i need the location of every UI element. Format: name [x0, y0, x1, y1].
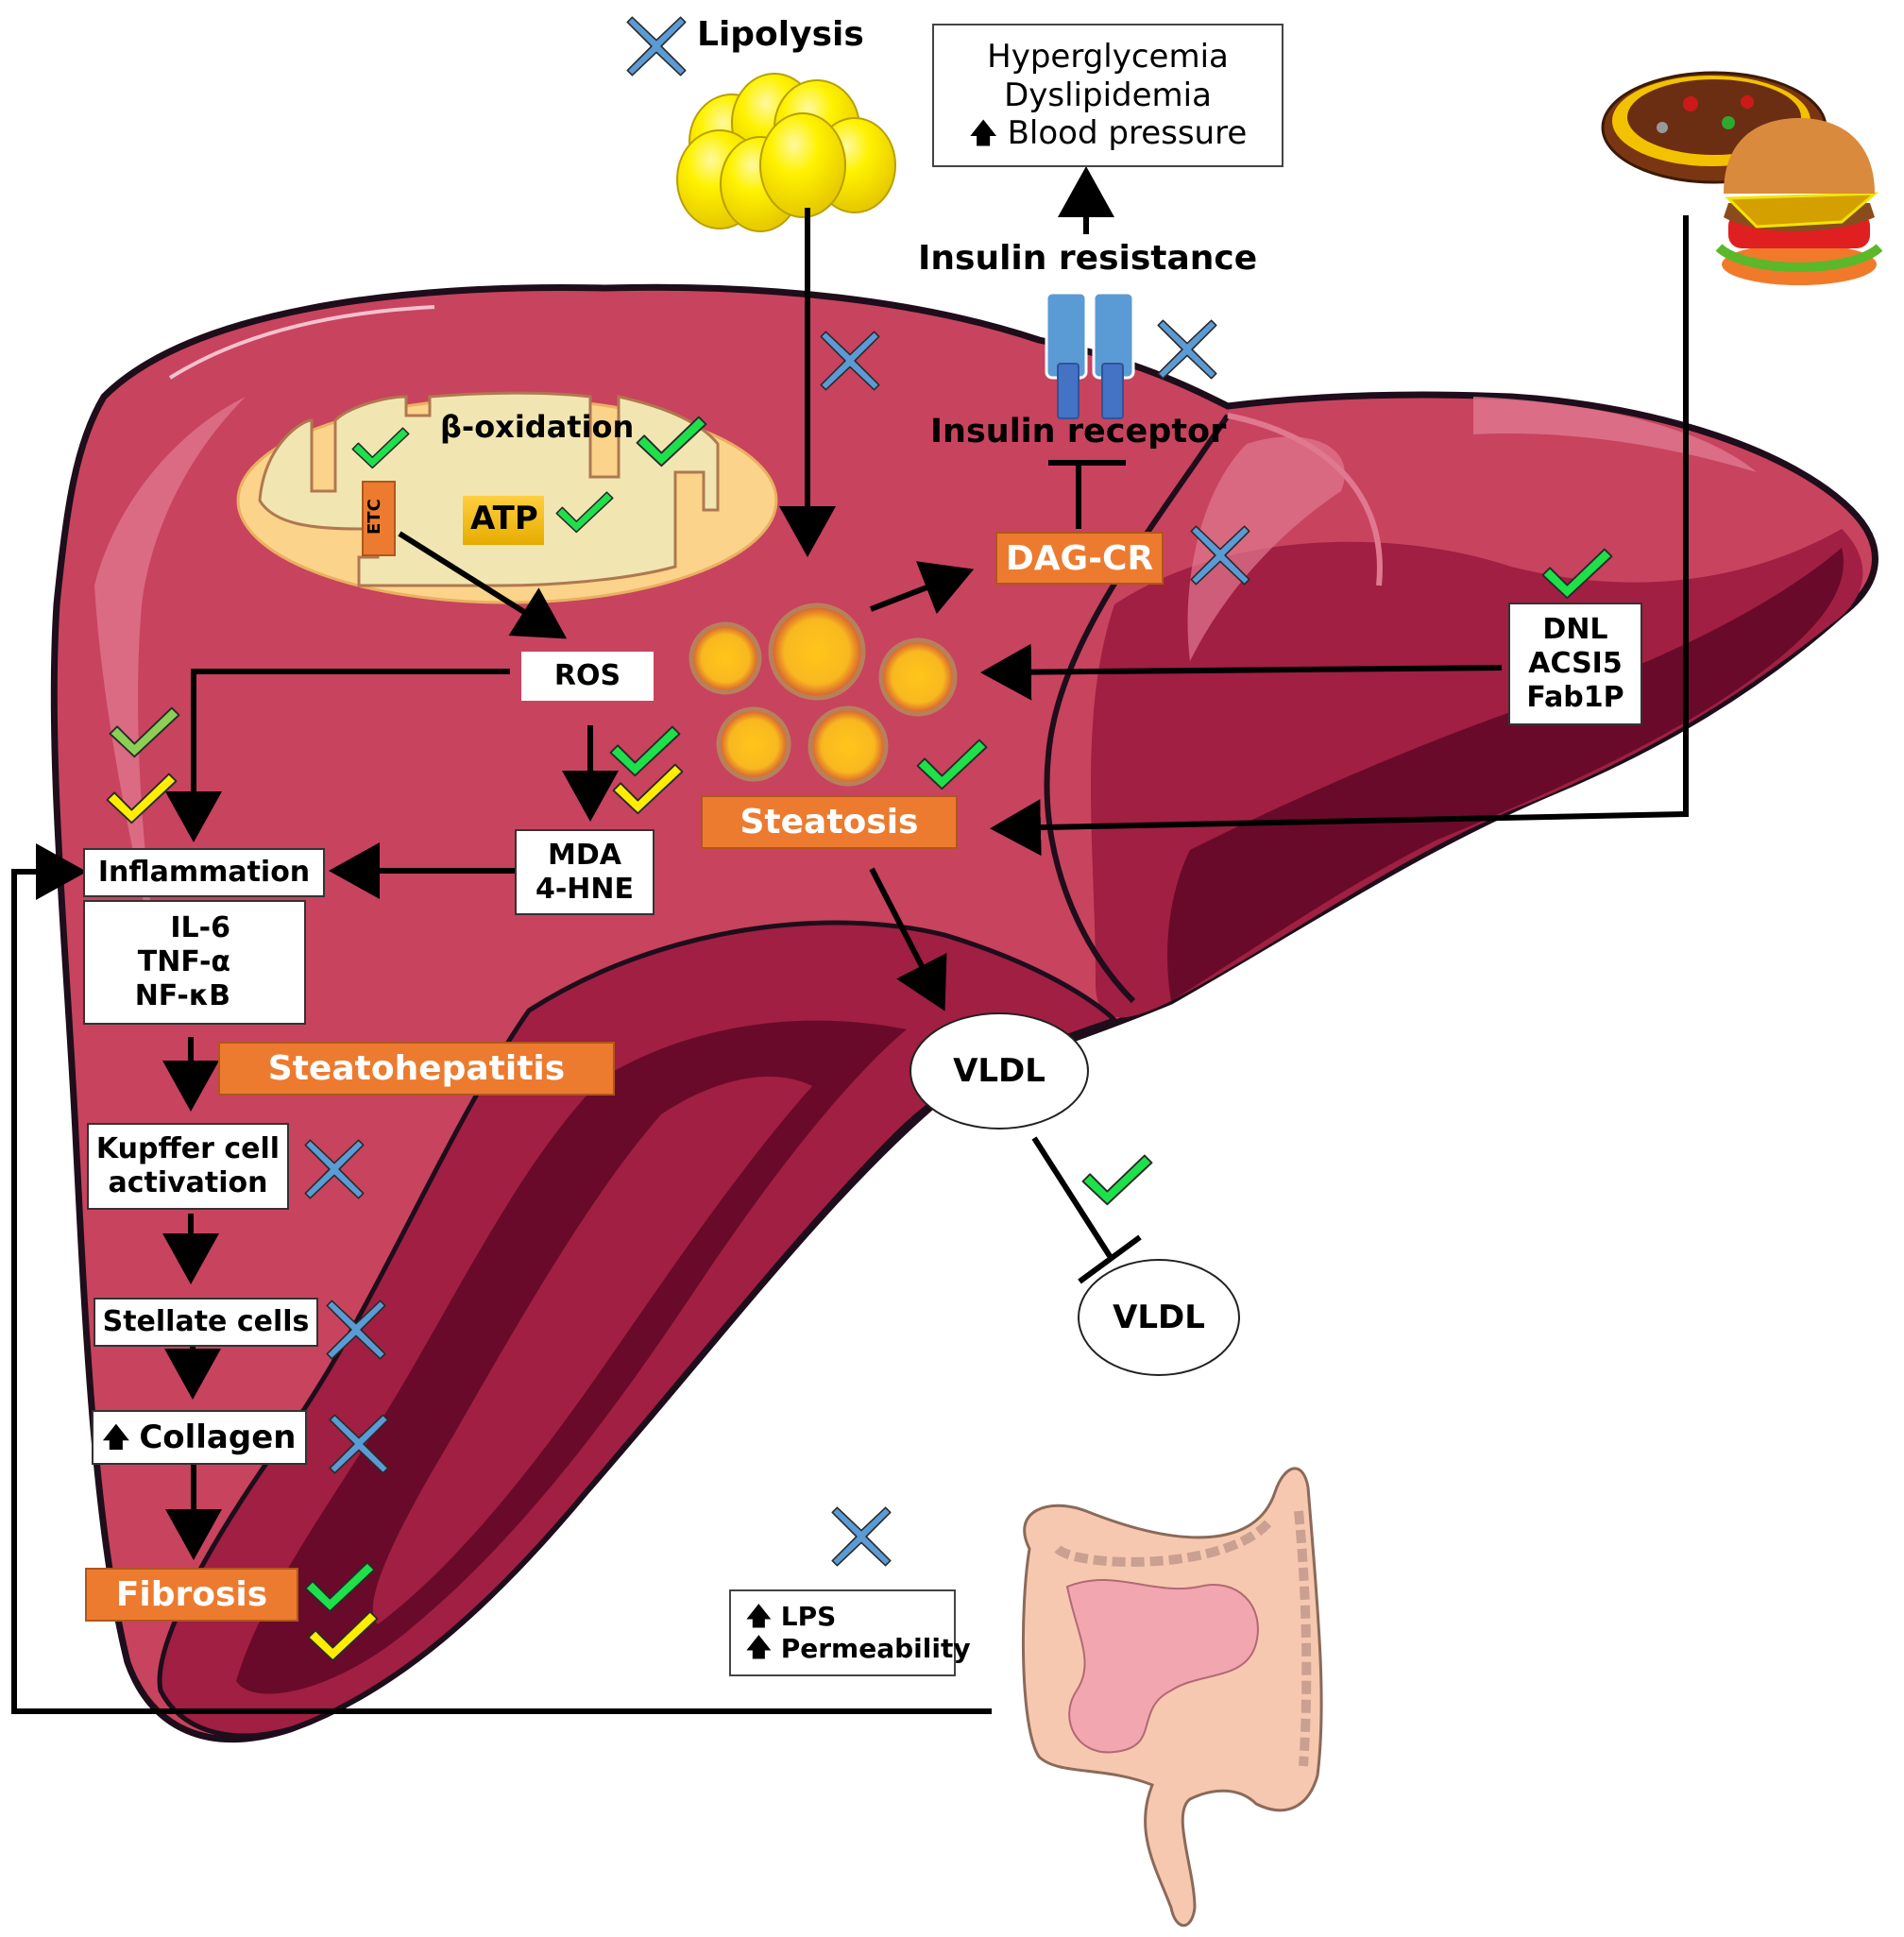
systemic-hyperglycemia: Hyperglycemia: [987, 37, 1229, 76]
lipid-droplets: [688, 603, 958, 787]
mda-label: MDA: [548, 838, 621, 872]
dag-cr-box: DAG-CR: [995, 532, 1164, 585]
atp-label: ATP: [470, 500, 538, 537]
arrow-ros-to-inflammation: [165, 669, 510, 842]
activation-label: activation: [108, 1166, 268, 1199]
cytokine-nfkb: NF-κB: [134, 979, 230, 1012]
inhibit-vldl-export: [1031, 1136, 1113, 1258]
kupffer-label: Kupffer cell: [95, 1132, 280, 1165]
beta-oxidation-check-icon-right: [636, 416, 707, 467]
atp-box: [463, 496, 544, 545]
steatosis-check-icon: [916, 739, 988, 790]
liver-lobe-crease: [1044, 414, 1231, 1004]
up-arrow-icon: 🡅: [746, 1602, 772, 1631]
fibrosis-box: Fibrosis: [85, 1568, 298, 1622]
beta-oxidation-label: β-oxidation: [440, 409, 635, 445]
fab1p-label: Fab1P: [1526, 681, 1624, 714]
systemic-blood-pressure: Blood pressure: [1007, 114, 1248, 153]
collagen-cross-icon: [329, 1414, 389, 1474]
dnl-box: DNL ACSI5 Fab1P: [1508, 603, 1642, 725]
systemic-effects-box: Hyperglycemia Dyslipidemia 🡅 Blood press…: [932, 24, 1284, 167]
adipocyte-cluster: [676, 73, 896, 232]
inflammation-check-icon-yellow: [106, 773, 178, 824]
etc-bar: [362, 481, 396, 556]
permeability-label: Permeability: [780, 1633, 971, 1664]
acsi5-label: ACSI5: [1528, 647, 1623, 680]
cytokine-il6: IL-6: [170, 911, 230, 944]
liver-highlight-right-lobe: [1187, 436, 1345, 661]
vldl-check-icon: [1081, 1154, 1153, 1206]
up-arrow-icon: 🡅: [102, 1421, 130, 1453]
liver-left-lobe-inner: [372, 1077, 812, 1624]
inflammation-box: Inflammation: [83, 848, 325, 897]
lps-label: LPS: [780, 1601, 837, 1633]
insulin-receptor-label: Insulin receptor: [930, 413, 1227, 450]
insulin-receptor-cross-icon: [1157, 319, 1217, 380]
arrow-dnl-to-steatosis: [980, 643, 1503, 701]
insulin-resistance-label: Insulin resistance: [918, 239, 1258, 278]
fibrosis-check-icon-green: [304, 1561, 376, 1613]
mda-check-icon-yellow: [612, 763, 684, 815]
stellate-cross-icon: [326, 1300, 386, 1360]
mda-check-icon-green: [609, 725, 681, 777]
atp-check-icon: [555, 491, 614, 534]
lipolysis-cross-icon: [626, 16, 687, 76]
junk-food-icon: [1601, 71, 1883, 285]
gut-cross-icon: [831, 1506, 892, 1567]
mda-box: MDA 4-HNE: [515, 829, 654, 915]
liver-right-lobe-deep: [1167, 548, 1844, 1001]
systemic-dyslipidemia: Dyslipidemia: [1004, 76, 1212, 114]
arrow-etc-to-ros: [398, 531, 568, 639]
liver-highlight-left: [94, 397, 246, 982]
dnl-check-icon: [1541, 548, 1613, 600]
liver-illustration: [50, 283, 1878, 1743]
cytokine-tnf: TNF-α: [137, 945, 230, 978]
cytokine-box: IL-6 TNF-α NF-κB: [83, 900, 306, 1025]
lipolysis-label: Lipolysis: [697, 15, 864, 54]
etc-label: ETC: [365, 499, 384, 535]
inflammation-check-icon-lightgreen: [109, 706, 180, 758]
arrow-food-to-steatosis: [990, 215, 1689, 857]
up-arrow-icon: 🡅: [746, 1634, 772, 1663]
up-arrow-icon: 🡅: [968, 116, 998, 150]
kupffer-box: Kupffer cell activation: [87, 1123, 289, 1210]
vldl-hepatic: VLDL: [910, 1012, 1089, 1130]
collagen-label: Collagen: [139, 1418, 297, 1456]
ros-box: ROS: [521, 652, 654, 701]
vldl-secreted: VLDL: [1078, 1259, 1240, 1376]
hne-label: 4-HNE: [535, 872, 635, 906]
dag-cr-cross-icon: [1190, 525, 1250, 586]
lipolysis-liver-cross-icon: [820, 331, 880, 391]
collagen-box: 🡅 Collagen: [92, 1410, 307, 1465]
kupffer-cross-icon: [304, 1139, 365, 1199]
mitochondrion-cristae: [258, 391, 720, 587]
arrow-gut-to-inflammation: [11, 843, 992, 1714]
steatosis-box: Steatosis: [701, 795, 958, 849]
dnl-label: DNL: [1542, 613, 1608, 646]
insulin-receptor-icon: [1045, 291, 1135, 419]
intestine-icon: [1021, 1467, 1323, 1928]
connectors: [11, 166, 1689, 1714]
beta-oxidation-check-icon-left: [351, 427, 410, 469]
arrow-steatosis-to-vldl: [869, 867, 947, 1011]
steatohepatitis-box: Steatohepatitis: [218, 1042, 615, 1096]
arrow-steatosis-to-dagcr: [869, 561, 975, 615]
fibrosis-check-icon-yellow: [307, 1610, 379, 1662]
gut-effects-box: 🡅 LPS 🡅 Permeability: [729, 1589, 971, 1676]
liver-highlight-top: [168, 305, 435, 380]
stellate-box: Stellate cells: [94, 1298, 318, 1347]
